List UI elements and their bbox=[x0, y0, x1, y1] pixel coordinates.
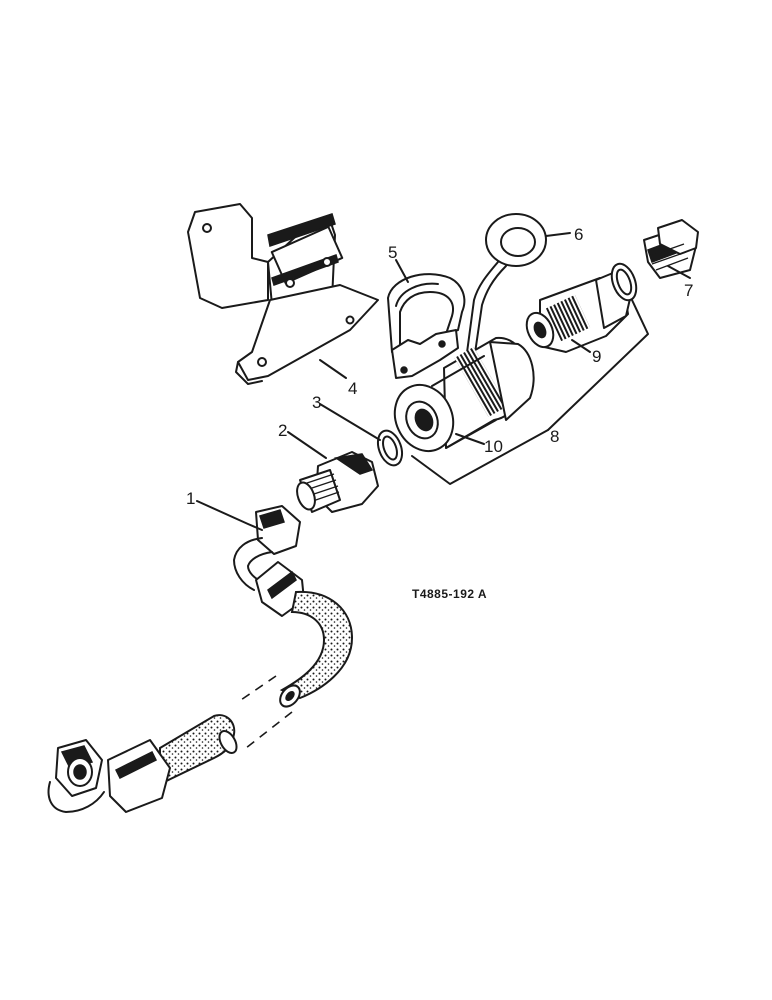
callout-4: 4 bbox=[348, 379, 357, 398]
callout-5: 5 bbox=[388, 243, 397, 262]
adapter-part-2 bbox=[296, 451, 379, 513]
callout-9: 9 bbox=[592, 347, 601, 366]
callout-2: 2 bbox=[278, 421, 287, 440]
clamp-part-5 bbox=[387, 273, 466, 379]
callout-1: 1 bbox=[186, 489, 195, 508]
callout-6: 6 bbox=[574, 225, 583, 244]
nipple-part-9 bbox=[525, 269, 633, 353]
eyelet-part-6 bbox=[465, 213, 547, 361]
coupler-body-part-8 bbox=[393, 336, 535, 453]
o-ring-part-3 bbox=[376, 429, 404, 467]
leader-lines bbox=[196, 232, 691, 531]
callout-3: 3 bbox=[312, 393, 321, 412]
hose-assembly-part-1 bbox=[47, 505, 354, 813]
drawing-code: T4885-192 A bbox=[412, 587, 487, 601]
callout-labels: 1 2 3 4 5 6 7 8 9 10 bbox=[186, 225, 693, 508]
callout-7: 7 bbox=[684, 281, 693, 300]
callout-8: 8 bbox=[550, 427, 559, 446]
o-ring-upper bbox=[610, 262, 638, 302]
bracket-part-4 bbox=[187, 203, 379, 385]
plug-part-7 bbox=[643, 219, 699, 279]
callout-10: 10 bbox=[484, 437, 503, 456]
